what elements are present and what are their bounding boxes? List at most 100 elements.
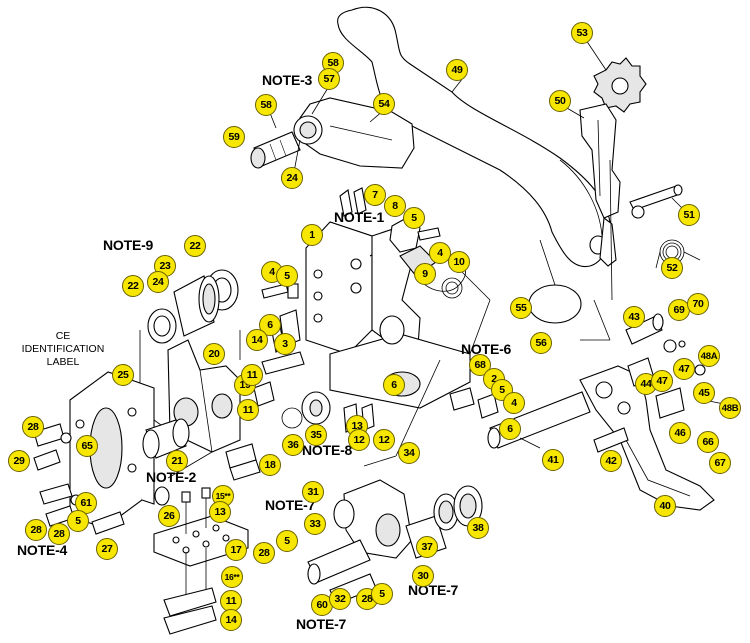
callout-52[interactable]: 52 — [661, 257, 683, 279]
callout-18[interactable]: 18 — [259, 454, 281, 476]
callout-37[interactable]: 37 — [416, 536, 438, 558]
callout-1[interactable]: 1 — [301, 224, 323, 246]
callout-29[interactable]: 29 — [8, 450, 30, 472]
bolt-part — [250, 131, 301, 169]
callout-24[interactable]: 24 — [147, 271, 169, 293]
callout-43[interactable]: 43 — [623, 306, 645, 328]
callout-25[interactable]: 25 — [112, 364, 134, 386]
ce-line-3: LABEL — [46, 356, 80, 368]
callout-12-a[interactable]: 12 — [348, 429, 370, 451]
callout-35[interactable]: 35 — [305, 424, 327, 446]
callout-40[interactable]: 40 — [654, 495, 676, 517]
callout-27[interactable]: 27 — [96, 538, 118, 560]
callout-31[interactable]: 31 — [302, 481, 324, 503]
pawl-bracket-part — [579, 103, 621, 267]
callout-30[interactable]: 30 — [412, 565, 434, 587]
note-7-label-upper: NOTE-7 — [265, 497, 316, 513]
pin-part — [629, 184, 683, 219]
ce-identification-label: CE IDENTIFICATION LABEL — [8, 330, 118, 369]
callout-47-a[interactable]: 47 — [651, 370, 673, 392]
callout-6-left[interactable]: 6 — [259, 314, 281, 336]
callout-41[interactable]: 41 — [542, 449, 564, 471]
pawl-parts — [339, 187, 367, 217]
ce-line-2: IDENTIFICATION — [21, 343, 105, 355]
callout-16[interactable]: 16** — [221, 566, 243, 588]
note-8-label: NOTE-8 — [302, 442, 353, 458]
callout-3[interactable]: 3 — [274, 333, 296, 355]
callout-28-b[interactable]: 28 — [25, 519, 47, 541]
callout-28-c[interactable]: 28 — [48, 523, 70, 545]
callout-47-b[interactable]: 47 — [673, 358, 695, 380]
note-1-label: NOTE-1 — [334, 209, 385, 225]
callout-9[interactable]: 9 — [414, 263, 436, 285]
callout-67[interactable]: 67 — [709, 452, 731, 474]
bearing-parts — [147, 269, 239, 344]
note-6-label: NOTE-6 — [461, 341, 512, 357]
callout-20[interactable]: 20 — [203, 343, 225, 365]
callout-70[interactable]: 70 — [687, 293, 709, 315]
callout-10[interactable]: 10 — [448, 251, 470, 273]
callout-49[interactable]: 49 — [446, 59, 468, 81]
note-7-label-lower: NOTE-7 — [296, 616, 347, 632]
upper-arm-part — [293, 97, 415, 169]
callout-54[interactable]: 54 — [373, 93, 395, 115]
callout-34[interactable]: 34 — [398, 442, 420, 464]
callout-38[interactable]: 38 — [467, 517, 489, 539]
cylinder-part — [142, 418, 190, 459]
callout-57[interactable]: 57 — [318, 68, 340, 90]
callout-32[interactable]: 32 — [329, 588, 351, 610]
callout-58[interactable]: 58 — [255, 94, 277, 116]
callout-13-lower[interactable]: 13 — [209, 501, 231, 523]
leader-lines — [167, 33, 689, 479]
note-2-label: NOTE-2 — [146, 469, 197, 485]
callout-12-b[interactable]: 12 — [373, 429, 395, 451]
callout-50[interactable]: 50 — [549, 90, 571, 112]
callout-22-upper[interactable]: 22 — [184, 235, 206, 257]
block-parts — [225, 351, 305, 481]
callout-48B[interactable]: 48B — [719, 397, 741, 419]
callout-55[interactable]: 55 — [510, 297, 532, 319]
main-frame-part — [305, 221, 471, 409]
callout-42[interactable]: 42 — [600, 450, 622, 472]
callout-5-bottom-right[interactable]: 5 — [371, 583, 393, 605]
gear-part — [593, 57, 647, 113]
callout-65[interactable]: 65 — [76, 435, 98, 457]
callout-22-left[interactable]: 22 — [122, 275, 144, 297]
callout-5-bottom[interactable]: 5 — [276, 530, 298, 552]
callout-8[interactable]: 8 — [384, 195, 406, 217]
callout-5-upper[interactable]: 5 — [403, 207, 425, 229]
callout-48A[interactable]: 48A — [698, 345, 720, 367]
callout-5-left[interactable]: 5 — [67, 510, 89, 532]
clamp-plate-part — [153, 486, 249, 635]
upper-bolts — [261, 227, 441, 299]
callout-28-bottom-left[interactable]: 28 — [253, 542, 275, 564]
note-9-label: NOTE-9 — [103, 237, 154, 253]
callout-66[interactable]: 66 — [697, 431, 719, 453]
callout-26[interactable]: 26 — [158, 505, 180, 527]
callout-45[interactable]: 45 — [693, 382, 715, 404]
callout-4-right[interactable]: 4 — [503, 392, 525, 414]
callout-14-lower[interactable]: 14 — [220, 609, 242, 631]
callout-53[interactable]: 53 — [571, 22, 593, 44]
callout-59[interactable]: 59 — [223, 126, 245, 148]
callout-33[interactable]: 33 — [304, 513, 326, 535]
note-4-label: NOTE-4 — [17, 542, 68, 558]
callout-28-left[interactable]: 28 — [22, 416, 44, 438]
callout-7[interactable]: 7 — [364, 184, 386, 206]
callout-36[interactable]: 36 — [282, 434, 304, 456]
callout-6-center[interactable]: 6 — [383, 374, 405, 396]
callout-56[interactable]: 56 — [530, 332, 552, 354]
callout-21[interactable]: 21 — [166, 450, 188, 472]
callout-5-mid[interactable]: 5 — [276, 265, 298, 287]
note-3-label: NOTE-3 — [262, 72, 313, 88]
callout-14-mid[interactable]: 14 — [246, 329, 268, 351]
callout-17[interactable]: 17 — [225, 539, 247, 561]
ce-line-1: CE — [55, 330, 71, 342]
callout-11-b[interactable]: 11 — [237, 399, 259, 421]
callout-11-a[interactable]: 11 — [241, 364, 263, 386]
callout-46[interactable]: 46 — [669, 422, 691, 444]
callout-6-right[interactable]: 6 — [499, 418, 521, 440]
callout-51[interactable]: 51 — [678, 204, 700, 226]
callout-24-upper[interactable]: 24 — [281, 167, 303, 189]
